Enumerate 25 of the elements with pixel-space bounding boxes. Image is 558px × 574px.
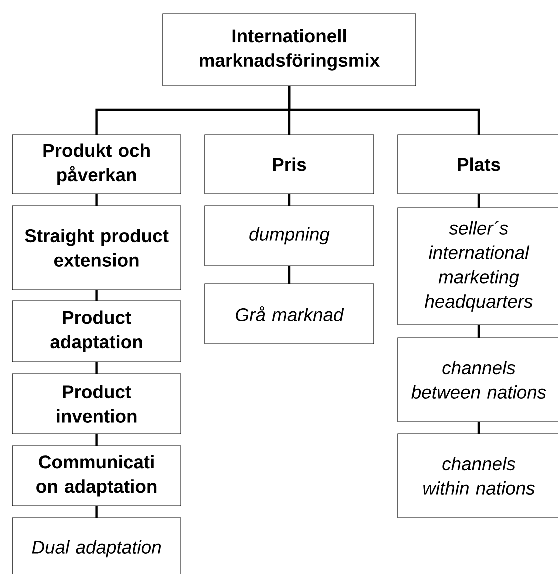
connector-line <box>96 290 98 301</box>
strategy-box: Product invention <box>12 374 182 434</box>
strategy-box: Communicati on adaptation <box>12 446 182 506</box>
connector-line <box>478 194 480 208</box>
strategy-box: Straight product extension <box>12 206 182 290</box>
strategy-box: Dual adaptation <box>12 518 182 574</box>
connector-line <box>96 506 98 518</box>
connector-line <box>96 194 98 206</box>
connector-line <box>96 434 98 446</box>
item-box: channels within nations <box>398 434 558 518</box>
item-box: dumpning <box>204 206 374 266</box>
category-box: Produkt och påverkan <box>12 134 182 194</box>
title-box: Internationell marknadsföringsmix <box>162 14 416 86</box>
connector-line <box>478 325 480 338</box>
category-box: Plats <box>398 134 558 194</box>
connector-line <box>288 86 480 135</box>
connector-line <box>288 194 291 206</box>
item-box: Grå marknad <box>204 284 374 344</box>
connector-line <box>288 266 291 284</box>
strategy-box: Product adaptation <box>12 300 182 362</box>
connector-line <box>478 422 480 434</box>
item-box: seller´s international marketing headquarters <box>398 208 558 326</box>
category-box: Pris <box>204 134 374 194</box>
connector-line <box>96 362 98 374</box>
item-box: channels between nations <box>398 338 558 422</box>
